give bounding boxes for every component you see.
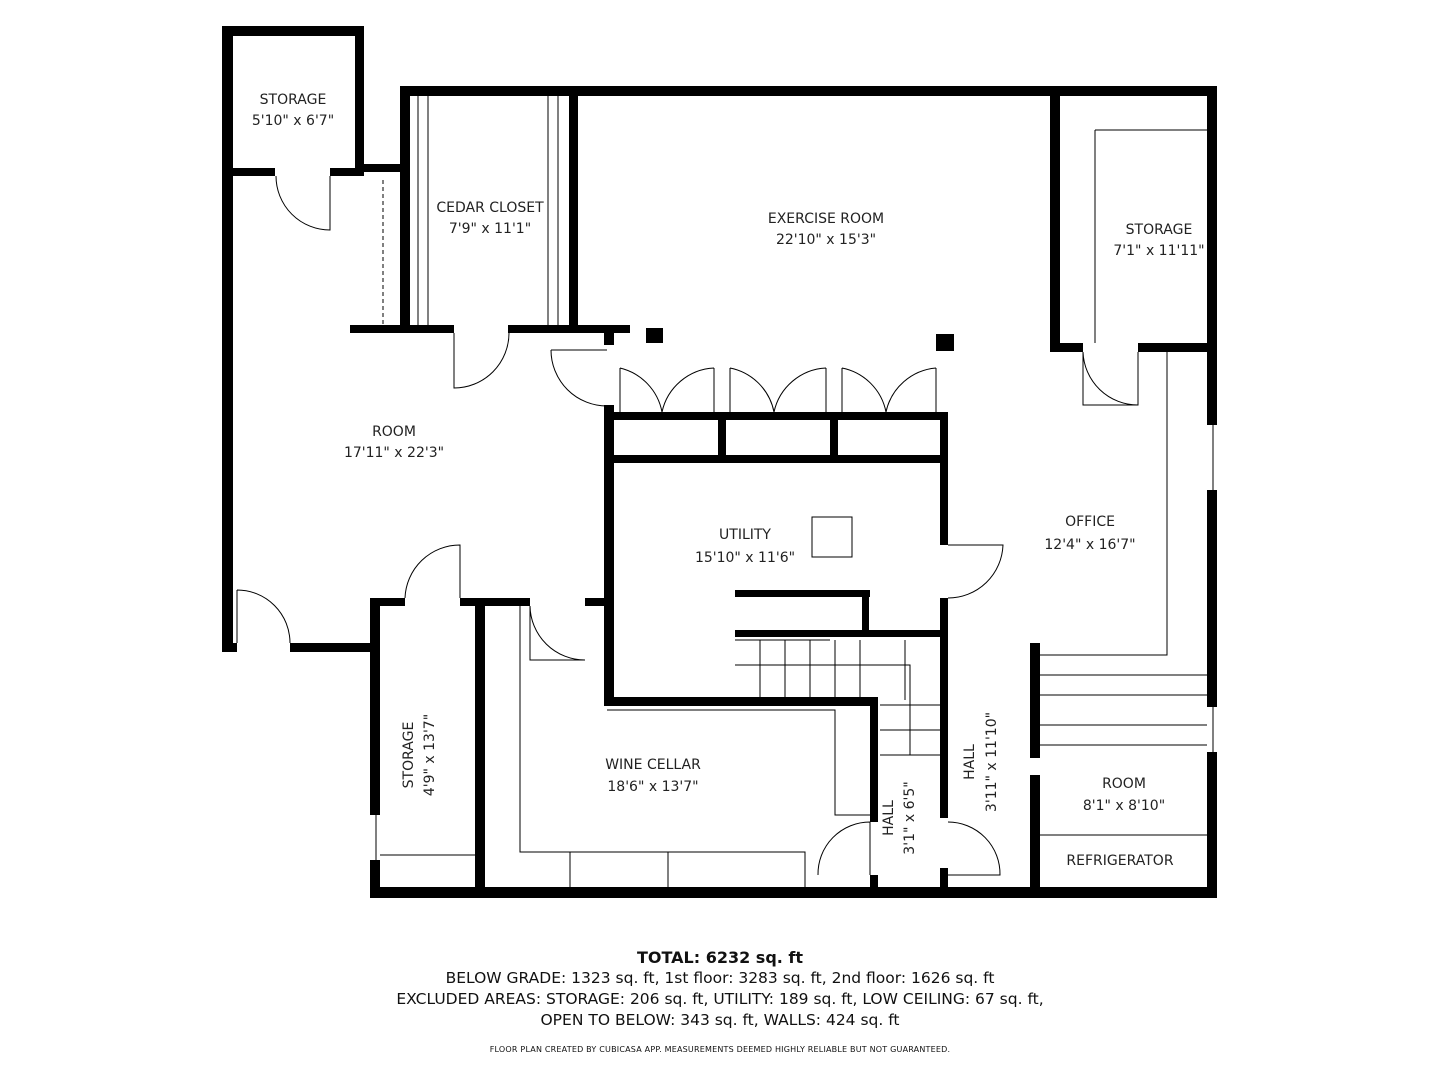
- room-room-small: ROOM 8'1" x 8'10": [1083, 776, 1165, 814]
- room-size: 15'10" x 11'6": [695, 550, 795, 566]
- room-size: 5'10" x 6'7": [252, 113, 334, 129]
- room-hall-large: HALL 3'11" x 11'10": [962, 712, 1000, 812]
- room-name: CEDAR CLOSET: [436, 200, 544, 216]
- room-storage-topleft: STORAGE 5'10" x 6'7": [252, 92, 334, 129]
- excluded-areas: EXCLUDED AREAS: STORAGE: 206 sq. ft, UTI…: [396, 990, 1044, 1008]
- room-size: 22'10" x 15'3": [776, 232, 876, 248]
- room-cedar-closet: CEDAR CLOSET 7'9" x 11'1": [436, 200, 544, 237]
- room-name: ROOM: [1102, 776, 1146, 792]
- room-size: 17'11" x 22'3": [344, 445, 444, 461]
- room-name: ROOM: [372, 424, 416, 440]
- room-name: STORAGE: [1126, 222, 1193, 238]
- excluded-areas-cont: OPEN TO BELOW: 343 sq. ft, WALLS: 424 sq…: [540, 1011, 900, 1029]
- room-office: OFFICE 12'4" x 16'7": [1044, 514, 1135, 553]
- walls: [222, 26, 1217, 898]
- room-size: 18'6" x 13'7": [607, 779, 698, 795]
- room-exercise: EXERCISE ROOM 22'10" x 15'3": [768, 211, 884, 248]
- room-size: 7'1" x 11'11": [1113, 243, 1204, 259]
- room-size: 8'1" x 8'10": [1083, 798, 1165, 814]
- room-labels: STORAGE 5'10" x 6'7" CEDAR CLOSET 7'9" x 1…: [252, 92, 1205, 869]
- doors-and-fixtures: [236, 96, 1214, 887]
- room-name: EXERCISE ROOM: [768, 211, 884, 227]
- total-area: TOTAL: 6232 sq. ft: [636, 948, 804, 967]
- room-utility: UTILITY 15'10" x 11'6": [695, 527, 795, 566]
- room-name: UTILITY: [719, 527, 771, 543]
- room-room: ROOM 17'11" x 22'3": [344, 424, 444, 461]
- room-name: HALL: [962, 744, 978, 780]
- room-hall-small: HALL 3'1" x 6'5": [881, 781, 918, 854]
- room-refrigerator: REFRIGERATOR: [1066, 853, 1173, 869]
- room-storage-bottomleft: STORAGE 4'9" x 13'7": [401, 714, 438, 796]
- room-size: 7'9" x 11'1": [449, 221, 531, 237]
- room-size: 12'4" x 16'7": [1044, 537, 1135, 553]
- room-size: 3'11" x 11'10": [984, 712, 1000, 812]
- room-name: OFFICE: [1065, 514, 1115, 530]
- room-size: 4'9" x 13'7": [422, 714, 438, 796]
- credit-note: FLOOR PLAN CREATED BY CUBICASA APP. MEAS…: [489, 1045, 951, 1054]
- room-name: STORAGE: [401, 722, 417, 789]
- room-name: WINE CELLAR: [605, 757, 701, 773]
- room-wine-cellar: WINE CELLAR 18'6" x 13'7": [605, 757, 701, 795]
- floor-breakdown: BELOW GRADE: 1323 sq. ft, 1st floor: 328…: [445, 969, 995, 987]
- room-size: 3'1" x 6'5": [902, 781, 918, 854]
- room-name: STORAGE: [260, 92, 327, 108]
- room-storage-right: STORAGE 7'1" x 11'11": [1113, 222, 1204, 259]
- room-name: HALL: [881, 800, 897, 836]
- room-name: REFRIGERATOR: [1066, 853, 1173, 869]
